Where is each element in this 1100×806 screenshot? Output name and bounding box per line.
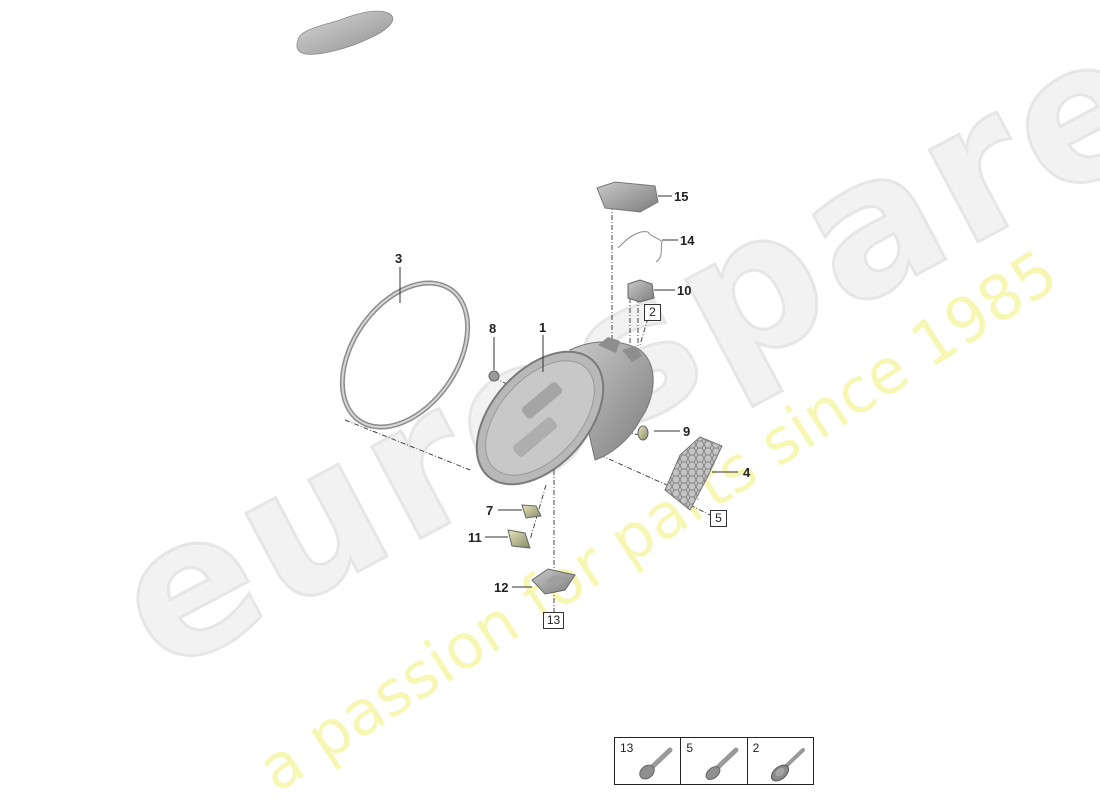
part-4-grille-cover[interactable]: [664, 436, 738, 511]
part-3-trim-ring[interactable]: [317, 260, 494, 451]
refbox-2[interactable]: 2: [644, 304, 661, 321]
part-15-control-module[interactable]: [596, 181, 672, 213]
part-9-grommet[interactable]: [637, 425, 680, 441]
fastener-label: 2: [752, 741, 760, 755]
callout-1: 1: [539, 320, 547, 335]
fastener-cell-5[interactable]: 5: [681, 738, 748, 784]
part-1-headlight[interactable]: [452, 328, 654, 508]
part-14-wire-clip[interactable]: [617, 231, 678, 263]
refbox-13[interactable]: 13: [543, 612, 564, 629]
callout-11: 11: [468, 530, 482, 545]
fastener-cell-13[interactable]: 13: [615, 738, 682, 784]
callout-4: 4: [743, 465, 751, 480]
callout-9: 9: [683, 424, 691, 439]
part-7-bulb[interactable]: [498, 504, 542, 519]
screw-icon: [639, 747, 673, 780]
part-8-nut[interactable]: [488, 337, 500, 382]
fastener-cell-2[interactable]: 2: [748, 738, 813, 784]
callout-14: 14: [680, 233, 695, 248]
part-10-connector[interactable]: [627, 279, 675, 303]
callout-3: 3: [395, 251, 403, 266]
fastener-table: 13 5 2: [614, 737, 814, 785]
flange-screw-icon: [770, 748, 805, 782]
fastener-label: 13: [620, 741, 634, 755]
fastener-label: 5: [686, 741, 694, 755]
refbox-5[interactable]: 5: [710, 510, 727, 527]
vehicle-thumbnail-icon: [296, 10, 394, 55]
part-11-bulb[interactable]: [485, 529, 531, 549]
callout-12: 12: [494, 580, 509, 595]
screw-icon: [705, 747, 739, 780]
callout-8: 8: [489, 321, 497, 336]
callout-15: 15: [674, 189, 689, 204]
callout-10: 10: [677, 283, 692, 298]
callout-7: 7: [486, 503, 494, 518]
part-12-cover-cap[interactable]: [512, 568, 576, 595]
